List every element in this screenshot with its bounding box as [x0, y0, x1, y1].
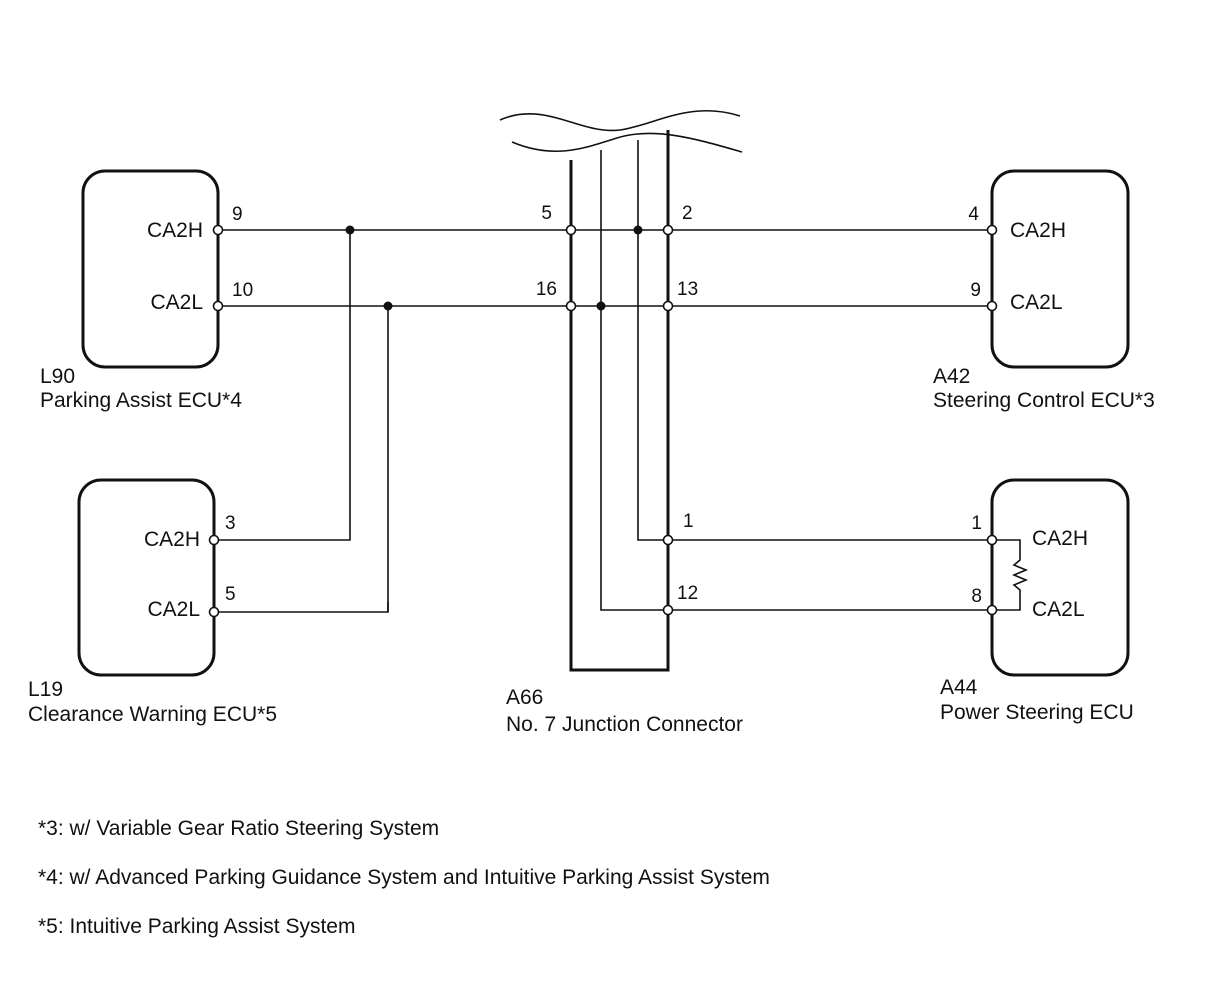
splice-ca2h-left [345, 225, 355, 235]
harness-break-lower [511, 132, 743, 153]
l90-name: Parking Assist ECU*4 [40, 389, 242, 412]
splice-ca2l-junction [596, 301, 606, 311]
a66-pin-12: 12 [677, 583, 698, 604]
l90-pin-l: 10 [232, 280, 253, 301]
splice-ca2h-junction [633, 225, 643, 235]
junction-line-can-high-branch [637, 140, 668, 541]
terminal-l90-ca2h [212, 224, 224, 236]
a66-pin-5: 5 [541, 203, 552, 224]
footnote-5: *5: Intuitive Parking Assist System [38, 915, 356, 938]
a66-pin-1: 1 [683, 511, 694, 532]
a66-pin-13: 13 [677, 279, 698, 300]
junction-bus-can-high [569, 130, 670, 672]
terminal-a66-pin1 [662, 534, 674, 546]
a44-code: A44 [940, 676, 978, 699]
wire-ca2l-clearance-branch [214, 306, 389, 613]
splice-ca2l-left [383, 301, 393, 311]
l90-pin-h: 9 [232, 204, 243, 225]
a66-pin-16: 16 [536, 279, 557, 300]
terminal-a42-ca2l [986, 300, 998, 312]
l19-code: L19 [28, 678, 63, 701]
l19-ca2l-label: CA2L [147, 598, 200, 621]
a42-ca2l-label: CA2L [1010, 291, 1063, 314]
a44-ca2h-label: CA2H [1032, 527, 1088, 550]
terminal-l19-ca2l [208, 606, 220, 618]
terminal-a66-pin16 [565, 300, 577, 312]
a44-pin-l: 8 [971, 586, 982, 607]
footnotes: *3: w/ Variable Gear Ratio Steering Syst… [38, 815, 770, 962]
terminal-a66-pin5 [565, 224, 577, 236]
ecu-box-clearance-warning [77, 478, 216, 677]
terminal-l90-ca2l [212, 300, 224, 312]
ecu-box-steering-control [990, 169, 1130, 369]
a42-pin-l: 9 [970, 280, 981, 301]
l90-code: L90 [40, 365, 75, 388]
a44-ca2l-label: CA2L [1032, 598, 1085, 621]
a42-code: A42 [933, 365, 970, 388]
l19-pin-h: 3 [225, 513, 236, 534]
a66-code: A66 [506, 686, 543, 709]
terminal-l19-ca2h [208, 534, 220, 546]
wire-ca2h-clearance-branch [214, 230, 351, 541]
terminal-a66-pin12 [662, 604, 674, 616]
ecu-box-parking-assist [81, 169, 220, 369]
l19-pin-l: 5 [225, 584, 236, 605]
terminal-a42-ca2h [986, 224, 998, 236]
a42-ca2h-label: CA2H [1010, 219, 1066, 242]
terminal-a44-ca2h [986, 534, 998, 546]
a66-name: No. 7 Junction Connector [506, 713, 743, 736]
a44-pin-h: 1 [971, 513, 982, 534]
harness-break-upper [499, 109, 741, 132]
terminal-a66-pin13 [662, 300, 674, 312]
a44-name: Power Steering ECU [940, 701, 1134, 724]
terminal-a66-pin2 [662, 224, 674, 236]
a42-pin-h: 4 [968, 204, 979, 225]
a42-name: Steering Control ECU*3 [933, 389, 1155, 412]
footnote-3: *3: w/ Variable Gear Ratio Steering Syst… [38, 817, 440, 840]
terminal-a44-ca2l [986, 604, 998, 616]
a66-pin-2: 2 [682, 203, 693, 224]
l19-name: Clearance Warning ECU*5 [28, 703, 277, 726]
junction-line-can-low-branch [600, 150, 668, 611]
termination-resistor [992, 539, 1029, 611]
l90-ca2l-label: CA2L [150, 291, 203, 314]
l19-ca2h-label: CA2H [144, 528, 200, 551]
ecu-box-power-steering [990, 478, 1130, 677]
l90-ca2h-label: CA2H [147, 219, 203, 242]
footnote-4: *4: w/ Advanced Parking Guidance System … [38, 866, 770, 889]
